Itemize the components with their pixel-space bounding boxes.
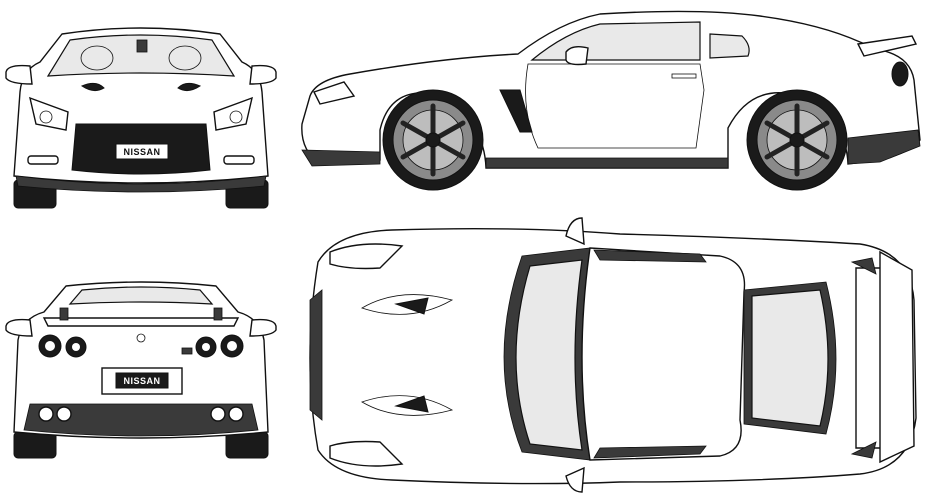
rear-left-tire bbox=[13, 431, 57, 459]
top-headlight-left bbox=[329, 243, 404, 270]
front-wheel bbox=[382, 89, 484, 191]
side-window-rear bbox=[709, 33, 750, 59]
top-tail-light-right bbox=[850, 441, 877, 459]
headlight-right bbox=[213, 96, 253, 131]
headlight-left bbox=[29, 96, 69, 131]
top-hood-vent-shape-right bbox=[361, 395, 454, 416]
side-headlight bbox=[313, 81, 356, 105]
rear-window bbox=[68, 286, 214, 305]
top-front-intake bbox=[309, 289, 323, 421]
top-side-window-left bbox=[593, 249, 707, 263]
front-seat-left bbox=[80, 45, 114, 71]
hood-vent-right bbox=[177, 82, 202, 92]
top-tail-light-left bbox=[850, 257, 877, 275]
side-front-splitter bbox=[301, 149, 381, 167]
hood-vent-left bbox=[80, 82, 105, 92]
top-mirror-left bbox=[565, 217, 585, 246]
side-mirror bbox=[565, 45, 589, 66]
rear-right-mirror bbox=[249, 318, 277, 337]
rear-view-mirror bbox=[136, 39, 148, 53]
front-seat-right bbox=[168, 45, 202, 71]
top-hood-vent-shape-left bbox=[361, 294, 454, 315]
rear-view: NISSAN bbox=[5, 281, 277, 459]
gtr-badge bbox=[181, 347, 193, 355]
top-mirror-right bbox=[565, 466, 585, 493]
top-windshield-glass bbox=[515, 259, 583, 451]
front-right-mirror bbox=[249, 64, 277, 85]
front-view: NISSAN bbox=[5, 27, 277, 209]
exhaust-2 bbox=[56, 406, 72, 422]
side-skirt bbox=[485, 157, 729, 169]
rear-diffuser bbox=[23, 403, 259, 437]
rear-right-tire bbox=[225, 431, 269, 459]
rear-left-mirror bbox=[5, 318, 33, 337]
front-left-mirror bbox=[5, 64, 33, 85]
front-splitter bbox=[15, 175, 267, 193]
rear-plate-text: NISSAN bbox=[123, 376, 160, 386]
front-windshield bbox=[46, 34, 236, 77]
exhaust-3 bbox=[210, 406, 226, 422]
fog-light-left bbox=[27, 155, 59, 165]
fog-light-right bbox=[223, 155, 255, 165]
rear-wheel bbox=[746, 89, 848, 191]
rear-nissan-badge bbox=[136, 333, 146, 343]
top-headlight-right bbox=[329, 440, 404, 467]
side-spoiler bbox=[856, 35, 918, 57]
top-spoiler bbox=[879, 250, 915, 464]
front-license-plate bbox=[115, 143, 169, 160]
top-roof bbox=[581, 247, 746, 461]
top-side-window-right bbox=[593, 445, 707, 459]
side-view bbox=[301, 10, 921, 191]
top-hood-vent-left bbox=[394, 297, 429, 315]
exhaust-4 bbox=[228, 406, 244, 422]
top-view bbox=[309, 217, 917, 493]
side-tail-light bbox=[891, 61, 909, 87]
top-hood-vent-right bbox=[394, 395, 429, 413]
rear-license-plate bbox=[115, 372, 169, 389]
side-rear-bumper bbox=[847, 129, 921, 165]
rear-spoiler bbox=[42, 317, 240, 327]
top-rear-window bbox=[751, 289, 829, 427]
door-handle[interactable] bbox=[671, 73, 697, 79]
fender-vent bbox=[499, 89, 533, 133]
front-plate-text: NISSAN bbox=[123, 147, 160, 157]
exhaust-1 bbox=[38, 406, 54, 422]
